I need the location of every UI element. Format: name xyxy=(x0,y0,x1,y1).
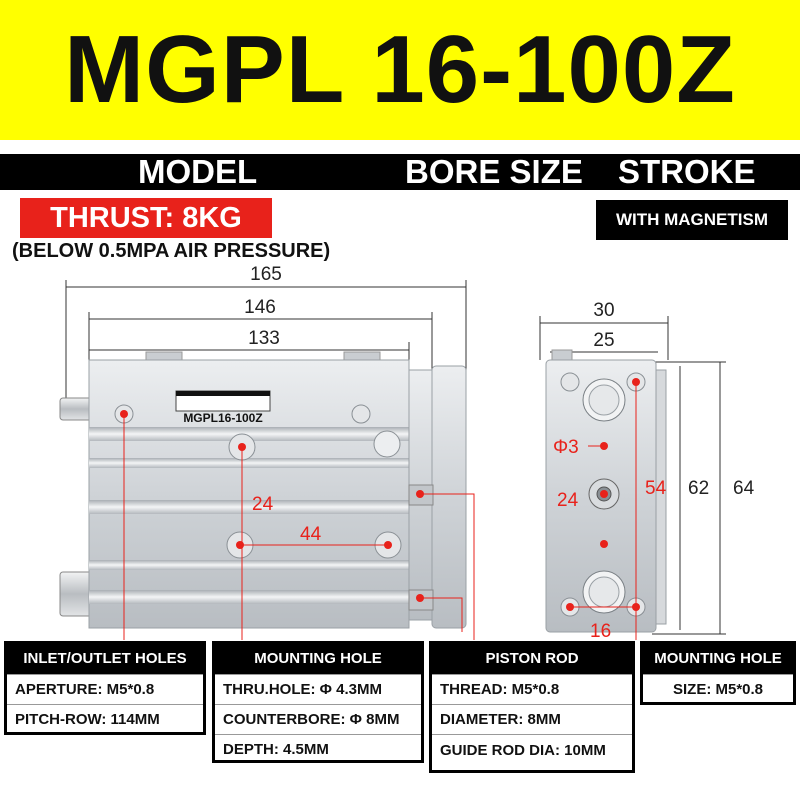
thrust-badge: THRUST: 8KG xyxy=(20,198,272,238)
inlet-aperture: APERTURE: M5*0.8 xyxy=(7,674,203,704)
dim-phi3-label: Φ3 xyxy=(553,437,579,458)
mounting-hole-end-size: SIZE: M5*0.8 xyxy=(643,674,793,704)
cylinder-end-view xyxy=(545,349,667,633)
dim-24-side-label: 24 xyxy=(252,494,274,515)
mounting-thru-hole: THRU.HOLE: Φ 4.3MM xyxy=(215,674,421,704)
dim-133-label: 133 xyxy=(248,328,280,349)
dim-24-end-label: 24 xyxy=(557,490,579,511)
dimension-146: 146 xyxy=(88,297,433,370)
piston-thread: THREAD: M5*0.8 xyxy=(432,674,632,704)
inlet-outlet-title: INLET/OUTLET HOLES xyxy=(7,644,203,674)
piston-rod-box: PISTON ROD THREAD: M5*0.8 DIAMETER: 8MM … xyxy=(429,641,635,773)
mounting-depth: DEPTH: 4.5MM xyxy=(215,734,421,764)
end-view-callouts: Φ3 24 54 16 xyxy=(553,378,667,642)
title-banner xyxy=(0,0,800,140)
dimension-165: 165 xyxy=(65,264,467,420)
dim-25-label: 25 xyxy=(593,330,614,351)
mounting-hole-end-title: MOUNTING HOLE xyxy=(643,644,793,674)
piston-rod-title: PISTON ROD xyxy=(432,644,632,674)
dim-62-label: 62 xyxy=(688,478,709,499)
banner-divider xyxy=(0,140,800,154)
piston-diameter: DIAMETER: 8MM xyxy=(432,704,632,734)
dimension-62: 62 xyxy=(679,366,709,630)
dimension-64: 64 xyxy=(652,361,755,635)
dim-165-label: 165 xyxy=(250,264,282,285)
mounting-hole-end-box: MOUNTING HOLE SIZE: M5*0.8 xyxy=(640,641,796,705)
model-bar xyxy=(0,154,800,190)
piston-guide-rod: GUIDE ROD DIA: 10MM xyxy=(432,734,632,767)
product-title: MGPL 16-100Z xyxy=(64,16,736,123)
side-view-callouts: 24 44 xyxy=(120,410,475,640)
mounting-hole-title: MOUNTING HOLE xyxy=(215,644,421,674)
inlet-pitch-row: PITCH-ROW: 114MM xyxy=(7,704,203,734)
stroke-label: STROKE xyxy=(618,153,756,190)
mounting-counterbore: COUNTERBORE: Φ 8MM xyxy=(215,704,421,734)
model-label: MODEL xyxy=(138,153,258,190)
dim-16-label: 16 xyxy=(590,621,611,642)
dim-54-label: 54 xyxy=(645,478,667,499)
cylinder-side-view: MGPL16-100Z xyxy=(59,351,467,629)
bore-size-label: BORE SIZE xyxy=(405,153,583,190)
mounting-hole-box: MOUNTING HOLE THRU.HOLE: Φ 4.3MM COUNTER… xyxy=(212,641,424,763)
dim-44-label: 44 xyxy=(300,524,322,545)
dimension-25: 25 xyxy=(550,330,658,353)
pressure-note: (BELOW 0.5MPA AIR PRESSURE) xyxy=(12,240,331,262)
dim-146-label: 146 xyxy=(244,297,276,318)
dim-30-label: 30 xyxy=(593,300,614,321)
inlet-outlet-box: INLET/OUTLET HOLES APERTURE: M5*0.8 PITC… xyxy=(4,641,206,735)
label-plate-text: MGPL16-100Z xyxy=(183,411,262,425)
magnetism-badge: WITH MAGNETISM xyxy=(596,200,788,240)
dimension-30: 30 xyxy=(539,300,669,360)
dim-64-label: 64 xyxy=(733,478,755,499)
dimension-133: 133 xyxy=(89,328,410,362)
